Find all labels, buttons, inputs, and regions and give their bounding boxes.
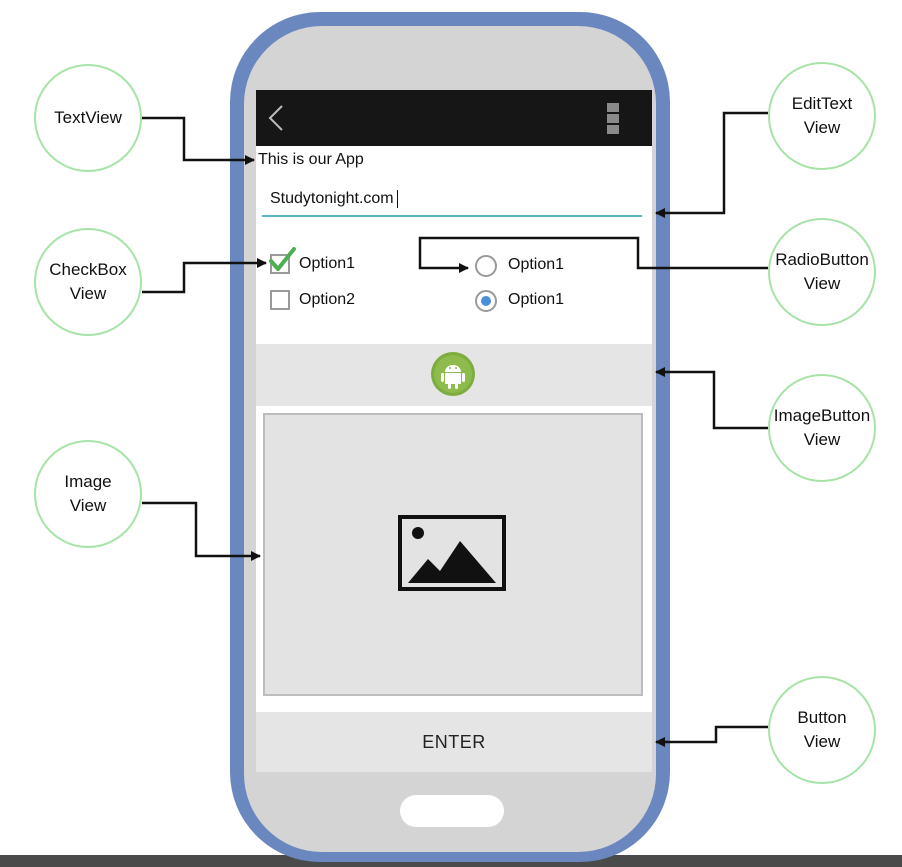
image-placeholder-icon — [398, 515, 506, 591]
overflow-menu-icon[interactable] — [606, 102, 620, 136]
radio-option1-b[interactable] — [475, 290, 497, 312]
callout-textview: TextView — [34, 64, 142, 172]
android-icon[interactable] — [430, 351, 476, 397]
checkbox-option1-label: Option1 — [299, 255, 356, 272]
callout-imageview: Image View — [34, 440, 142, 548]
radio-option1-a[interactable] — [475, 255, 497, 277]
edittext-field[interactable]: Studytonight.com — [262, 183, 642, 217]
home-button[interactable] — [400, 795, 504, 827]
app-bar — [256, 90, 652, 146]
checkmark-icon — [269, 247, 296, 271]
callout-radiobutton: RadioButton View — [768, 218, 876, 326]
enter-button[interactable]: ENTER — [256, 712, 652, 772]
checkbox-option2[interactable] — [270, 290, 290, 310]
callout-button: Button View — [768, 676, 876, 784]
callout-textview-label: TextView — [54, 108, 122, 127]
callout-imagebutton-label: ImageButton View — [773, 406, 871, 449]
callout-imageview-label: Image View — [64, 472, 112, 515]
callout-checkbox: CheckBox View — [34, 228, 142, 336]
callout-edittext-label: EditText View — [791, 94, 853, 137]
app-textview: This is our App — [258, 151, 364, 168]
chevron-left-icon[interactable] — [264, 102, 288, 134]
callout-button-label: Button View — [797, 708, 847, 751]
radio-selected-dot — [481, 296, 491, 306]
callout-imagebutton: ImageButton View — [768, 374, 876, 482]
enter-button-label: ENTER — [422, 732, 486, 752]
callout-edittext: EditText View — [768, 62, 876, 170]
checkbox-option2-label: Option2 — [299, 291, 356, 308]
radio-option1-a-label: Option1 — [508, 256, 565, 273]
radio-option1-b-label: Option1 — [508, 291, 565, 308]
callout-checkbox-label: CheckBox View — [49, 260, 127, 303]
edittext-value: Studytonight.com — [270, 190, 398, 208]
callout-radiobutton-label: RadioButton View — [775, 250, 869, 293]
